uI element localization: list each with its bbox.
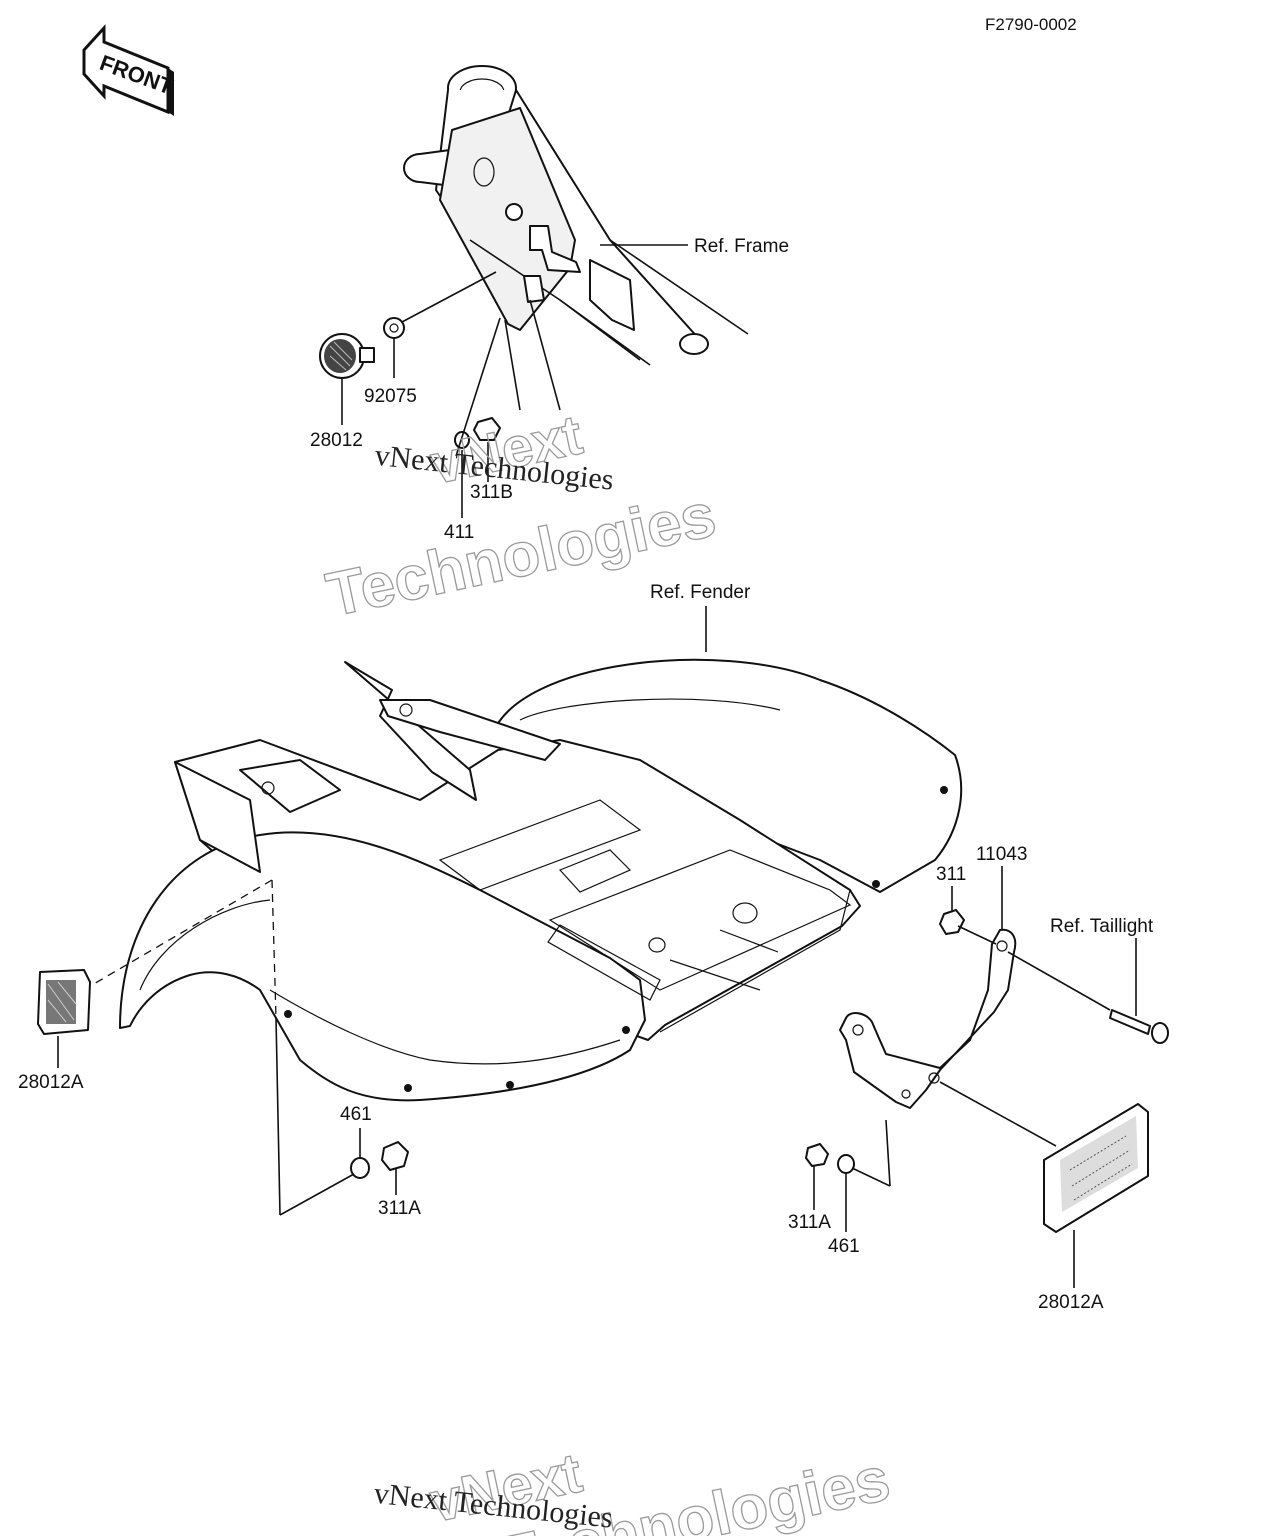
nut-311-icon	[939, 909, 965, 935]
callout-461-right: 461	[828, 1236, 860, 1257]
round-reflector-icon	[319, 333, 375, 379]
ref-fender-label: Ref. Fender	[650, 582, 751, 603]
callout-411: 411	[444, 522, 474, 543]
ref-frame-label: Ref. Frame	[694, 236, 789, 257]
bracket-drawing	[839, 928, 1017, 1109]
washer-461-right-icon	[837, 1154, 855, 1174]
callout-311b: 311B	[470, 482, 513, 503]
callout-11043: 11043	[976, 844, 1027, 865]
callout-right-reflector: 28012A	[1038, 1292, 1104, 1313]
watermark-bottom: vNext Technologies vNext Technologies	[372, 1440, 896, 1536]
washer-92075-icon	[383, 317, 405, 339]
svg-text:Technologies: Technologies	[321, 481, 722, 631]
nut-311a-right-icon	[805, 1143, 829, 1167]
nut-311b-icon	[473, 417, 501, 441]
bolt-icon	[1109, 1009, 1169, 1044]
frame-drawing	[403, 65, 749, 411]
callout-left-reflector: 28012A	[18, 1072, 84, 1093]
callout-311a-left: 311A	[378, 1198, 421, 1219]
left-reflector-icon	[37, 969, 91, 1035]
front-arrow-icon: FRONT	[82, 24, 177, 116]
fender-drawing	[91, 658, 963, 1102]
right-reflector-icon	[1043, 1103, 1149, 1233]
callout-28012: 28012	[310, 430, 363, 451]
nut-311a-left-icon	[381, 1141, 409, 1171]
callout-461-left: 461	[340, 1104, 372, 1125]
washer-411-icon	[454, 431, 470, 449]
diagram-code: F2790-0002	[985, 15, 1077, 34]
ref-taillight-label: Ref. Taillight	[1050, 916, 1154, 937]
callout-311: 311	[936, 864, 966, 885]
callout-92075: 92075	[364, 386, 417, 407]
callout-311a-right: 311A	[788, 1212, 831, 1233]
